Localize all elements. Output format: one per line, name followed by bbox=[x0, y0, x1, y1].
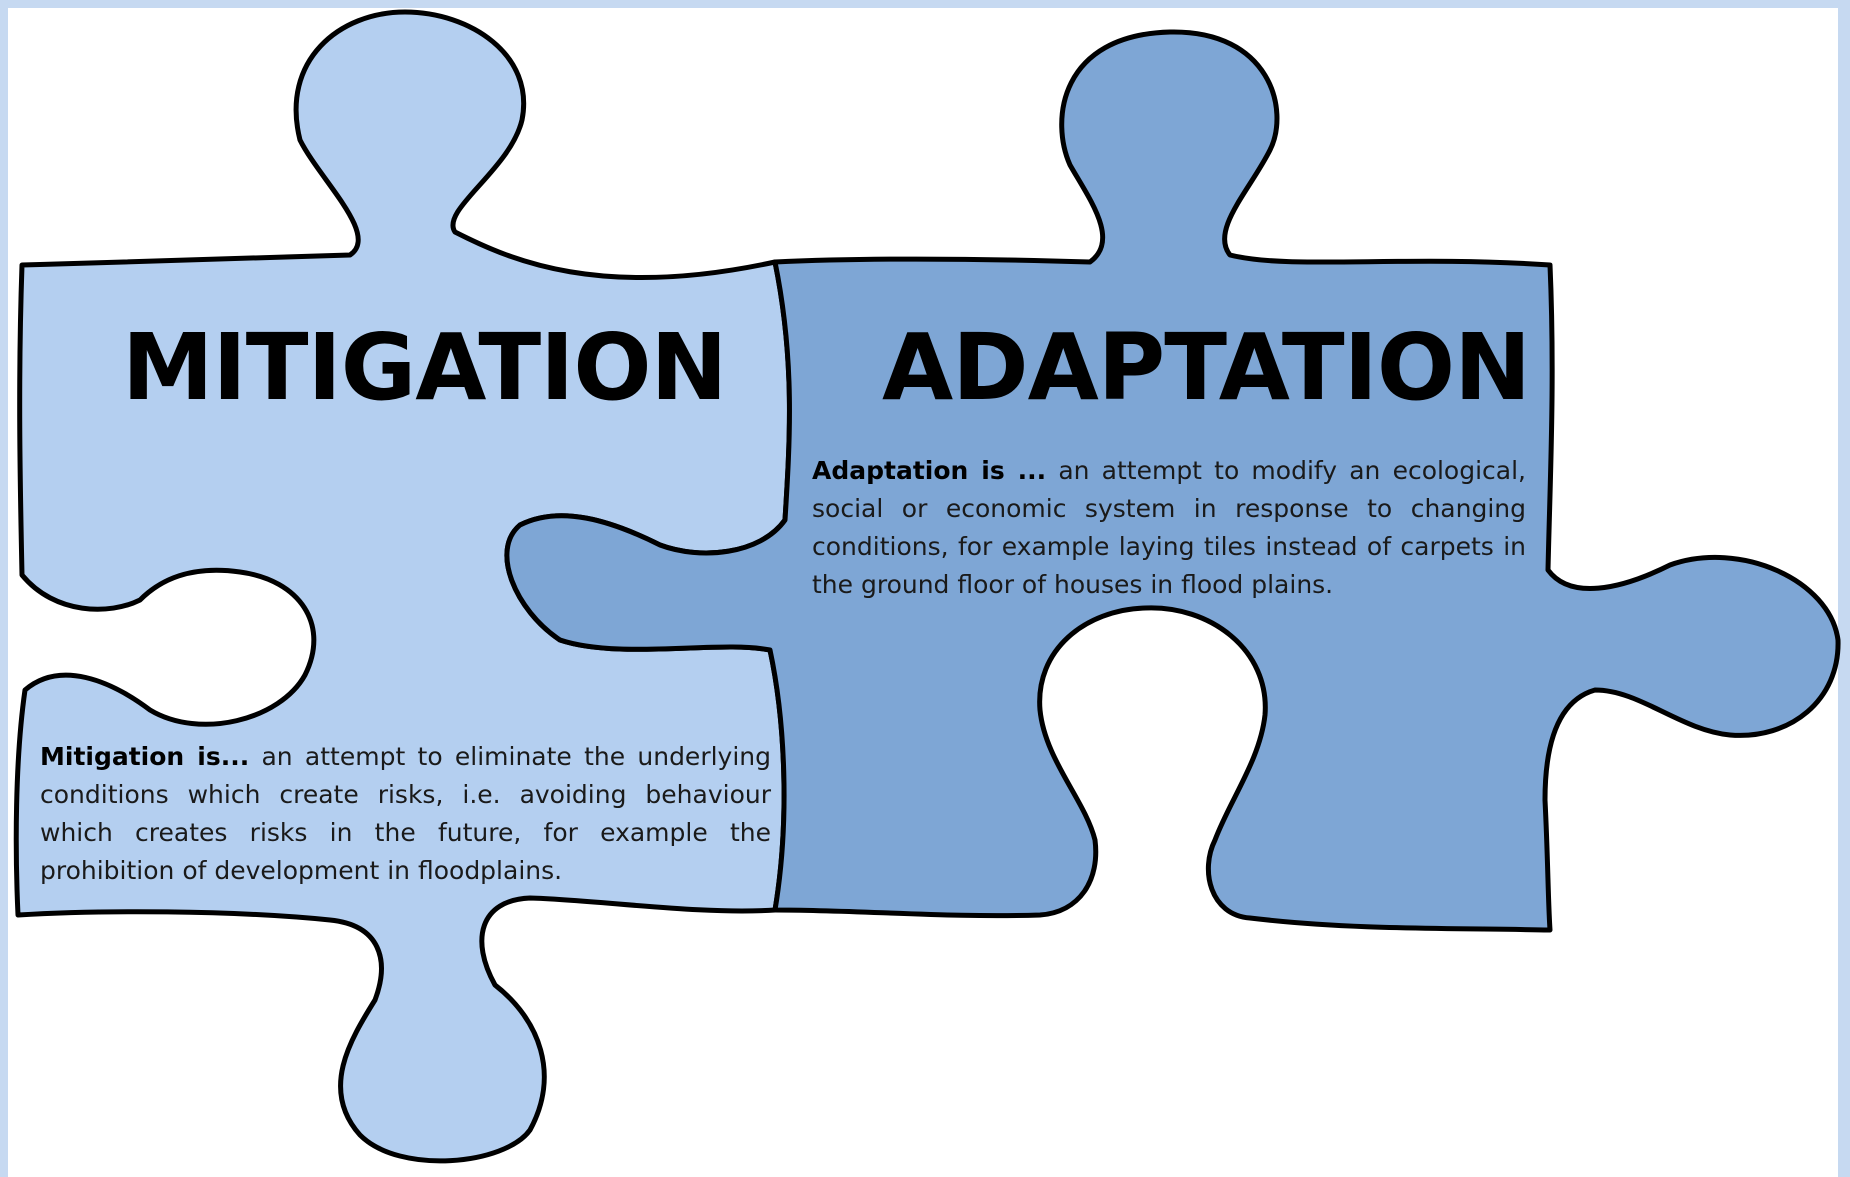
mitigation-title: MITIGATION bbox=[122, 314, 728, 421]
adaptation-body: an attempt to modify an ecological, soci… bbox=[812, 456, 1527, 599]
mitigation-puzzle-piece bbox=[13, 9, 792, 1164]
mitigation-description: Mitigation is... an attempt to eliminate… bbox=[40, 738, 771, 890]
mitigation-body: an attempt to eliminate the underlying c… bbox=[40, 742, 771, 885]
mitigation-lead: Mitigation is... bbox=[40, 742, 250, 771]
adaptation-title: ADAPTATION bbox=[882, 314, 1531, 421]
adaptation-lead: Adaptation is ... bbox=[812, 456, 1047, 485]
adaptation-puzzle-piece bbox=[504, 29, 1841, 933]
adaptation-description: Adaptation is ... an attempt to modify a… bbox=[812, 452, 1526, 604]
